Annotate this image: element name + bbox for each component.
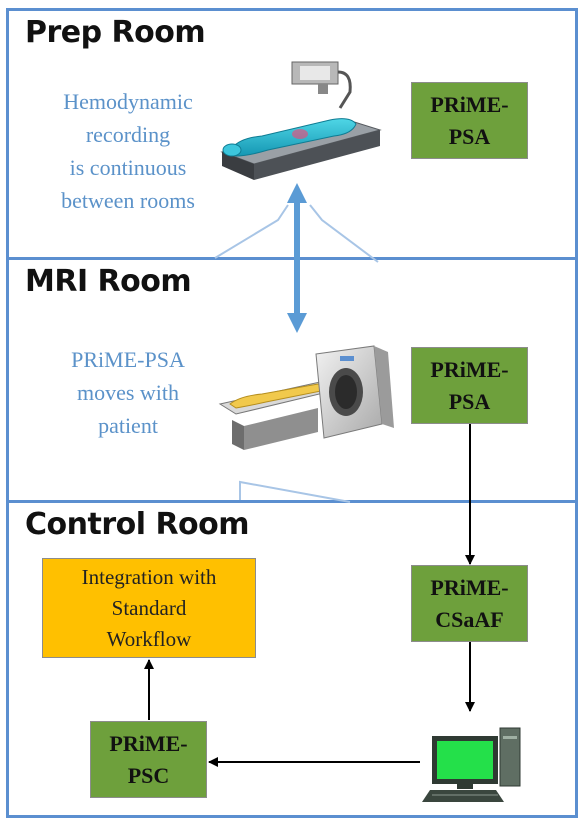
prep-room-title: Prep Room xyxy=(25,15,206,50)
patient-on-table-illustration xyxy=(220,61,382,180)
mri-room-prime-psa-box: PRiME- PSA xyxy=(411,347,528,424)
control-room-title: Control Room xyxy=(25,507,250,542)
prime-psc-box: PRiME- PSC xyxy=(90,721,207,798)
psa-moves-note: PRiME-PSA moves with patient xyxy=(71,347,185,438)
prime-csaaf-box: PRiME- CSaAF xyxy=(411,565,528,642)
mri-scanner-illustration xyxy=(218,345,394,450)
prep-room-prime-psa-box: PRiME- PSA xyxy=(411,82,528,159)
mri-room-title: MRI Room xyxy=(25,264,192,299)
hemodynamic-note: Hemodynamic recording is continuous betw… xyxy=(61,89,195,213)
computer-workstation-icon xyxy=(422,727,521,802)
integration-workflow-box: Integration with Standard Workflow xyxy=(42,558,256,658)
patient-transfer-double-arrow xyxy=(287,183,307,333)
